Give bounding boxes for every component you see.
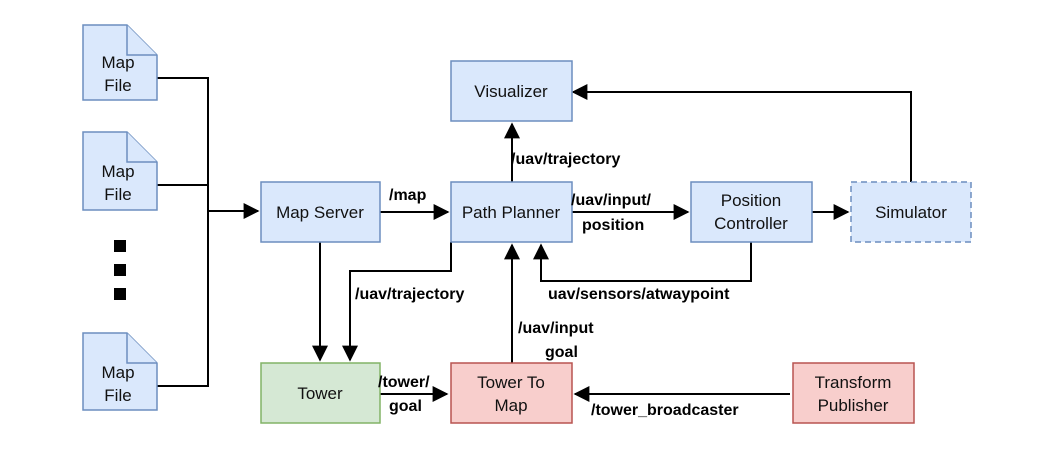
ellipsis-dot [114,264,126,276]
ellipsis-dots [114,240,126,300]
edge-label-uav-input-goal-1: /uav/input [518,320,594,337]
edge-label-uav-sensors: uav/sensors/atwaypoint [548,286,730,303]
visualizer-label: Visualizer [474,82,548,101]
ellipsis-dot [114,240,126,252]
edge-label-tower-broadcaster: /tower_broadcaster [591,402,739,419]
edge-label-uav-trajectory-up: /uav/trajectory [511,151,620,168]
map-file-2-line-1: Map [101,162,134,181]
map-server-label: Map Server [276,203,364,222]
map-file-3: Map File [82,332,158,411]
transform-publisher-line-1: Transform [815,373,892,392]
tower-to-map-line-1: Tower To [477,373,545,392]
edge-label-uav-input-goal-2: goal [545,344,578,361]
map-file-1: Map File [82,24,158,101]
tower-label: Tower [297,384,343,403]
tower-to-map-line-2: Map [494,396,527,415]
map-file-1-line-1: Map [101,53,134,72]
position-controller-node: Position Controller [690,181,813,243]
map-file-1-line-2: File [104,76,131,95]
simulator-node: Simulator [850,181,972,243]
edge-label-tower-goal-2: goal [389,398,422,415]
tower-to-map-node: Tower To Map [450,362,573,424]
map-file-2: Map File [82,131,158,211]
map-file-3-line-1: Map [101,363,134,382]
position-controller-line-2: Controller [714,214,788,233]
transform-publisher-node: Transform Publisher [792,362,915,424]
edge-label-tower-goal-1: /tower/ [378,374,430,391]
edge-simulator-to-visualizer [571,84,912,182]
edge-label-map: /map [389,187,427,204]
simulator-label: Simulator [875,203,947,222]
edges [157,77,912,402]
edge-label-uav-input-position-2: position [582,217,644,234]
position-controller-line-1: Position [721,191,781,210]
tower-node: Tower [260,362,381,424]
map-file-2-line-2: File [104,185,131,204]
edge-label-uav-trajectory-down: /uav/trajectory [355,286,464,303]
ellipsis-dot [114,288,126,300]
transform-publisher-line-2: Publisher [818,396,889,415]
edge-poscontroller-to-pathplanner [533,242,752,282]
map-file-3-line-2: File [104,386,131,405]
edge-pathplanner-to-tower [342,242,452,362]
edge-mapfile2-to-mapserver [157,184,209,211]
edge-mapfile1-to-mapserver [157,77,209,211]
map-server-node: Map Server [260,181,381,243]
path-planner-label: Path Planner [462,203,561,222]
visualizer-node: Visualizer [450,60,573,122]
edge-label-uav-input-position-1: /uav/input/ [571,192,652,209]
edge-mapfile3-to-mapserver [157,211,209,387]
path-planner-node: Path Planner [450,181,573,243]
edge-labels: /map /uav/trajectory /uav/input/ positio… [355,151,739,419]
